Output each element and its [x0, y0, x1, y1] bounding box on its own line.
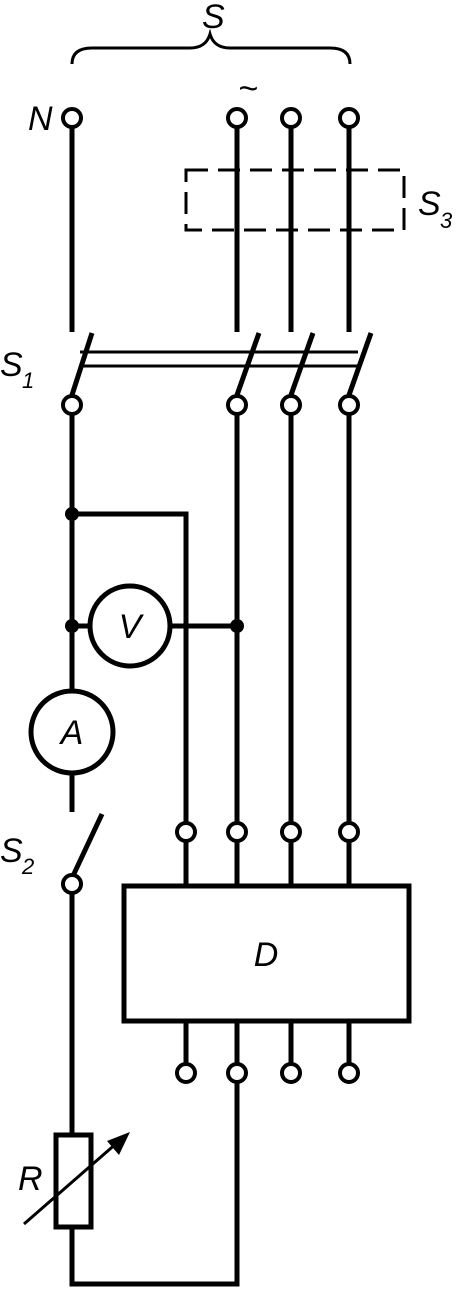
- ammeter-label: A: [59, 714, 84, 752]
- terminal-device-out-n: [175, 1062, 197, 1084]
- supply-brace: [70, 28, 352, 65]
- switch-s1-subscript: 1: [22, 368, 34, 393]
- switch-s1-blade-n: [69, 332, 95, 396]
- terminal-device-out-l2: [280, 1062, 302, 1084]
- isolator-s3-label: S: [418, 185, 441, 223]
- terminal-s1-l3: [338, 394, 360, 416]
- neutral-label: N: [28, 100, 53, 138]
- junction-dot: [65, 507, 79, 521]
- switch-s2-label: S: [0, 832, 23, 870]
- switch-s1-blade-l2: [288, 332, 316, 396]
- resistor-label: R: [18, 1160, 43, 1198]
- wire-neutral-to-device: [72, 511, 189, 825]
- terminal-neutral-supply: [61, 107, 83, 129]
- terminal-l2-supply: [280, 107, 302, 129]
- terminal-s2: [61, 873, 83, 895]
- switch-s1-blade-l1: [234, 332, 262, 396]
- resistor-arrow-head: [107, 1132, 130, 1155]
- terminal-s1-l2: [280, 394, 302, 416]
- wire-return-loop: [69, 1080, 240, 1287]
- terminal-device-in-n: [175, 821, 197, 843]
- device-d-box: [121, 883, 412, 1024]
- terminal-s1-l1: [226, 394, 248, 416]
- voltmeter: [87, 583, 173, 669]
- supply-label: S: [202, 0, 225, 36]
- device-d-label: D: [254, 936, 279, 974]
- terminal-device-out-l1: [226, 1062, 248, 1084]
- terminal-device-in-l1: [226, 821, 248, 843]
- ac-symbol: ~: [238, 70, 258, 108]
- junction-dot: [65, 619, 79, 633]
- switch-s1-blade-l3: [346, 332, 374, 396]
- terminal-l3-supply: [338, 107, 360, 129]
- isolator-s3-box: [184, 168, 406, 232]
- switch-s1-label: S: [0, 346, 23, 384]
- terminal-l1-supply: [226, 107, 248, 129]
- resistor-arrow-shaft: [23, 1140, 119, 1226]
- switch-s2-subscript: 2: [21, 854, 34, 879]
- switch-s2-blade: [69, 812, 105, 880]
- junction-dot: [230, 619, 244, 633]
- terminal-device-in-l2: [280, 821, 302, 843]
- voltmeter-label: V: [119, 608, 145, 646]
- terminal-s1-neutral: [61, 394, 83, 416]
- terminal-device-in-l3: [338, 821, 360, 843]
- terminal-device-out-l3: [338, 1062, 360, 1084]
- isolator-s3-subscript: 3: [440, 208, 453, 233]
